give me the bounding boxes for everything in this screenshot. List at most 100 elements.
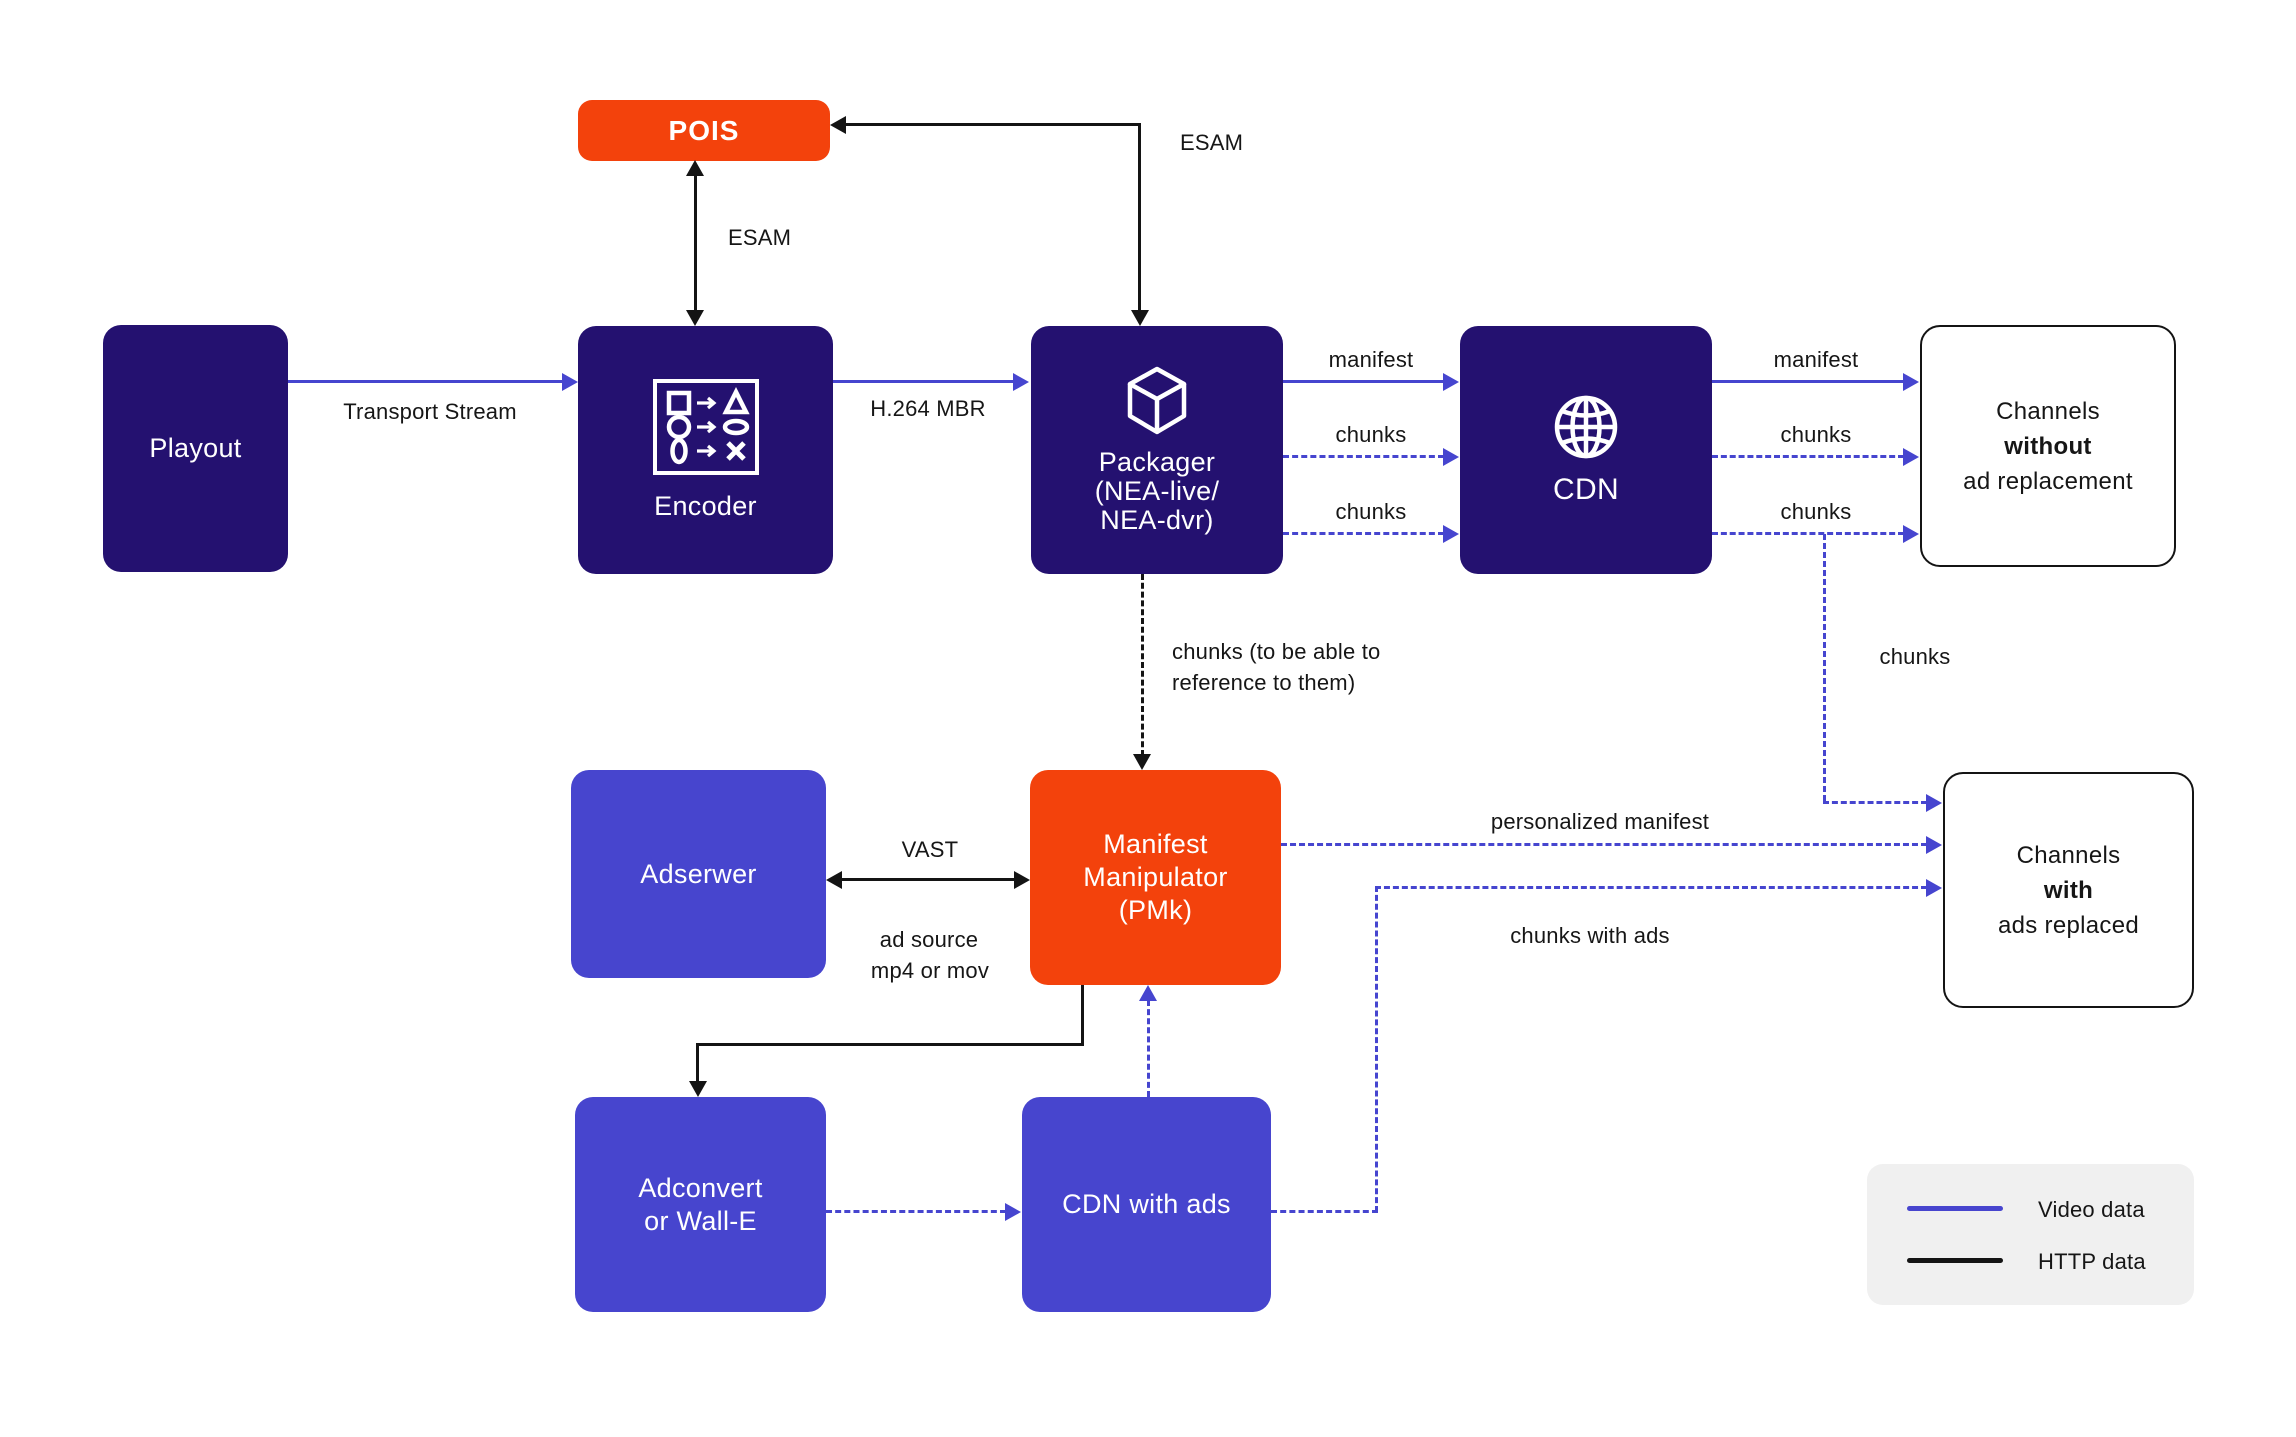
- label-transport-stream: Transport Stream: [343, 399, 517, 424]
- manifest-manipulator-line2: Manipulator: [1083, 862, 1228, 892]
- edge-esam-encoder: [694, 175, 697, 311]
- arrowhead-esam-into-pois-right: [830, 116, 846, 134]
- label-chunks-reference: chunks (to be able to reference to them): [1172, 636, 1380, 698]
- packager-label-line3: NEA-dvr): [1100, 504, 1214, 535]
- edge-manifest-cdn-channels: [1712, 380, 1904, 383]
- edge-chunks-cdn-channels-1: [1712, 455, 1904, 458]
- edge-chunks-packager-cdn-1: [1283, 455, 1444, 458]
- node-adconvert: Adconvert or Wall-E: [575, 1097, 826, 1312]
- arrowhead-h264-mbr: [1013, 373, 1029, 391]
- edge-chunks-with-ads-h2: [1375, 886, 1927, 889]
- node-playout: Playout: [103, 325, 288, 572]
- edge-chunks-packager-cdn-2: [1283, 532, 1444, 535]
- arrowhead-chunks-packager-cdn-1: [1443, 448, 1459, 466]
- arrowhead-personalized-manifest: [1926, 836, 1942, 854]
- node-cdn: CDN: [1460, 326, 1712, 574]
- edge-chunks-branch-h: [1823, 801, 1927, 804]
- node-channels-without: Channels without ad replacement: [1920, 325, 2176, 567]
- cube-icon: [1127, 366, 1187, 434]
- edge-h264-mbr: [833, 380, 1015, 383]
- cdn-label: CDN: [1553, 473, 1619, 506]
- label-chunks-packager-cdn-1: chunks: [1335, 422, 1407, 447]
- edge-cdnads-mm: [1147, 1000, 1150, 1097]
- label-chunks-reference-line2: reference to them): [1172, 670, 1356, 695]
- label-manifest-packager-cdn: manifest: [1328, 347, 1414, 372]
- edge-personalized-manifest: [1281, 843, 1927, 846]
- pois-label: POIS: [668, 114, 740, 146]
- label-manifest-cdn-channels: manifest: [1773, 347, 1859, 372]
- label-esam-packager: ESAM: [1180, 130, 1244, 155]
- node-packager: Packager (NEA-live/ NEA-dvr): [1031, 326, 1283, 574]
- arrowhead-esam-into-pois: [686, 160, 704, 176]
- channels-with-line3: ads replaced: [1997, 911, 2140, 939]
- label-chunks-cdn-channels-1: chunks: [1780, 422, 1852, 447]
- edge-esam-packager-h: [846, 123, 1141, 126]
- label-chunks-with-ads: chunks with ads: [1510, 923, 1670, 948]
- edge-mm-adconvert-v1: [1081, 985, 1084, 1046]
- edge-chunks-with-ads-v: [1375, 886, 1378, 1212]
- legend-http-label: HTTP data: [2038, 1249, 2146, 1274]
- cdn-with-ads-label: CDN with ads: [1062, 1189, 1231, 1219]
- arrowhead-cdnads-mm: [1139, 985, 1157, 1001]
- arrowhead-chunks-branch: [1926, 794, 1942, 812]
- label-vast: VAST: [901, 837, 959, 862]
- arrowhead-adconvert-cdnads: [1005, 1203, 1021, 1221]
- arrowhead-chunks-cdn-channels-1: [1903, 448, 1919, 466]
- label-ad-source-line1: ad source: [879, 927, 979, 952]
- manifest-manipulator-line3: (PMk): [1118, 895, 1193, 925]
- node-manifest-manipulator: Manifest Manipulator (PMk): [1030, 770, 1281, 985]
- packager-label-line2: (NEA-live/: [1094, 475, 1220, 506]
- legend-http-line: [1907, 1258, 2003, 1263]
- edge-esam-packager-v: [1138, 123, 1141, 310]
- playout-label: Playout: [149, 433, 242, 463]
- edge-vast: [842, 878, 1014, 881]
- node-adserwer: Adserwer: [571, 770, 826, 978]
- node-encoder: Encoder: [578, 326, 833, 574]
- arrowhead-transport-stream: [562, 373, 578, 391]
- arrowhead-vast-into-adserwer: [826, 871, 842, 889]
- edge-manifest-packager-cdn: [1283, 380, 1444, 383]
- node-cdn-with-ads: CDN with ads: [1022, 1097, 1271, 1312]
- globe-icon: [1554, 395, 1618, 459]
- encoder-icon: [652, 378, 759, 475]
- edge-adconvert-cdnads: [826, 1210, 1006, 1213]
- label-chunks-branch: chunks: [1879, 644, 1951, 669]
- arrowhead-chunks-packager-cdn-2: [1443, 525, 1459, 543]
- label-chunks-cdn-channels-2: chunks: [1780, 499, 1852, 524]
- legend-video-line: [1907, 1206, 2003, 1211]
- edge-mm-adconvert-v2: [696, 1043, 699, 1083]
- arrowhead-vast-into-mm: [1014, 871, 1030, 889]
- packager-label-line1: Packager: [1098, 446, 1216, 477]
- channels-with-line1: Channels: [2016, 841, 2121, 869]
- channels-without-line1: Channels: [1996, 397, 2100, 425]
- channels-without-line3: ad replacement: [1963, 467, 2133, 495]
- edge-mm-adconvert-h: [696, 1043, 1084, 1046]
- arrowhead-esam-into-encoder: [686, 310, 704, 326]
- channels-without-line2: without: [2004, 432, 2092, 460]
- node-channels-with: Channels with ads replaced: [1943, 772, 2194, 1008]
- encoder-label: Encoder: [654, 490, 757, 521]
- arrowhead-manifest-packager-cdn: [1443, 373, 1459, 391]
- label-esam-encoder: ESAM: [728, 225, 792, 250]
- edge-transport-stream: [288, 380, 564, 383]
- edge-chunks-cdn-channels-2: [1712, 532, 1904, 535]
- arrowhead-manifest-cdn-channels: [1903, 373, 1919, 391]
- edge-chunks-branch-v: [1823, 534, 1826, 801]
- legend-video-label: Video data: [2038, 1197, 2145, 1222]
- channels-with-line2: with: [2043, 876, 2094, 904]
- label-personalized-manifest: personalized manifest: [1490, 809, 1710, 834]
- legend: [1867, 1164, 2194, 1305]
- node-pois: POIS: [578, 100, 830, 161]
- label-chunks-reference-line1: chunks (to be able to: [1172, 639, 1381, 664]
- adconvert-line2: or Wall-E: [644, 1205, 757, 1236]
- label-chunks-packager-cdn-2: chunks: [1335, 499, 1407, 524]
- arrowhead-chunks-cdn-channels-2: [1903, 525, 1919, 543]
- adconvert-line1: Adconvert: [638, 1172, 763, 1203]
- adserwer-label: Adserwer: [640, 858, 757, 889]
- arrowhead-chunks-reference: [1133, 754, 1151, 770]
- arrowhead-chunks-with-ads: [1926, 879, 1942, 897]
- arrowhead-esam-into-packager: [1131, 310, 1149, 326]
- manifest-manipulator-line1: Manifest: [1103, 829, 1208, 859]
- label-ad-source-line2: mp4 or mov: [870, 958, 990, 983]
